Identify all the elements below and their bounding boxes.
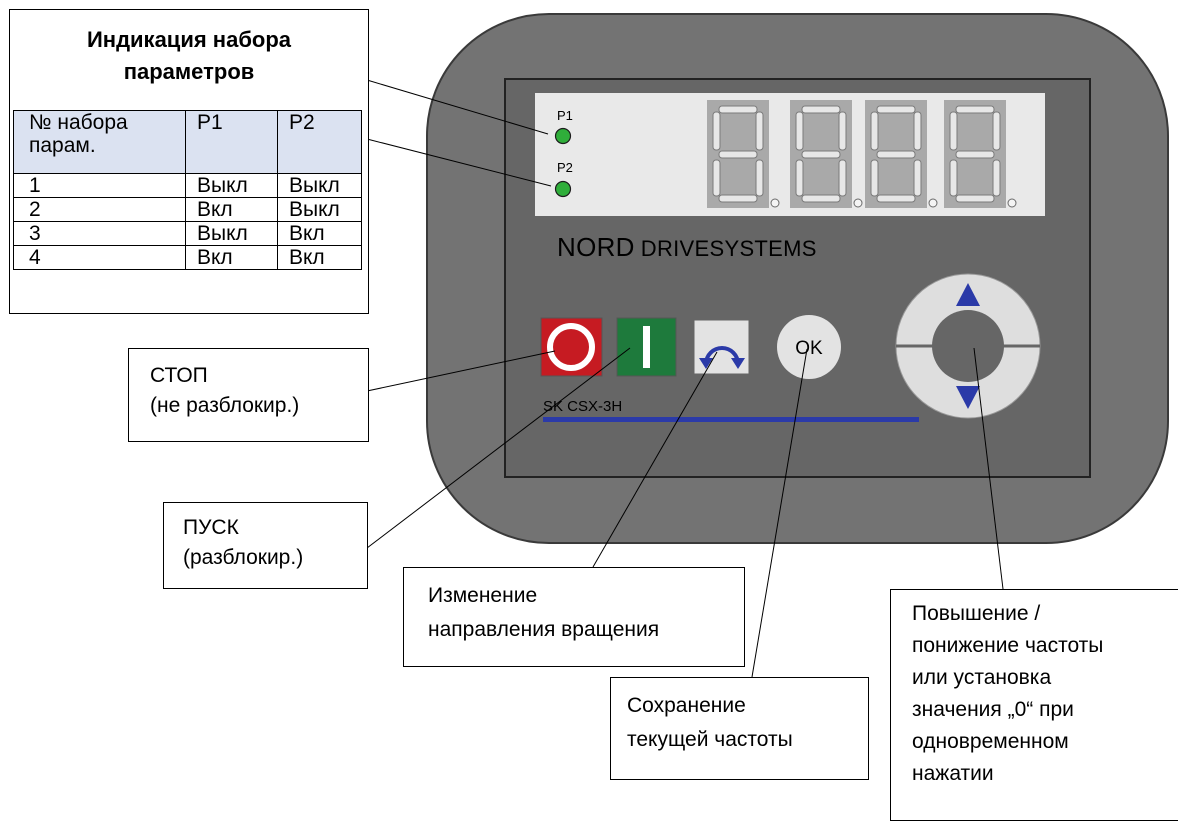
table-row: 2 Вкл Выкл: [13, 197, 362, 222]
leader-p2: [366, 138, 552, 187]
start-button[interactable]: [616, 317, 677, 377]
title-line-2: параметров: [123, 59, 255, 84]
cell-p2: Выкл: [277, 197, 362, 222]
model-label: SK CSX-3H: [543, 398, 622, 415]
led-p1: [554, 127, 572, 145]
table-row: 1 Выкл Выкл: [13, 173, 362, 198]
seven-segment-digit: [790, 100, 863, 208]
seven-segment-digit: [865, 100, 938, 208]
updown-callout-line-6: нажатии: [912, 762, 994, 785]
arrow-up-icon[interactable]: [956, 283, 980, 306]
direction-callout: Изменение направления вращения: [403, 567, 745, 667]
cell-p1: Вкл: [185, 197, 278, 222]
cell-set: 2: [13, 197, 186, 222]
cell-p1: Вкл: [185, 245, 278, 270]
header-set-number: № набора парам.: [13, 110, 186, 174]
stop-callout: СТОП (не разблокир.): [128, 348, 369, 442]
leader-updown: [973, 347, 1004, 590]
table-header-row: № набора парам. P1 P2: [13, 110, 362, 174]
table-row: 4 Вкл Вкл: [13, 245, 362, 270]
seven-segment-display: [707, 100, 1017, 208]
led-p1-label: P1: [557, 108, 573, 123]
updown-callout-line-4: значения „0“ при: [912, 698, 1074, 721]
stop-button[interactable]: [540, 317, 603, 377]
decimal-point: [928, 198, 938, 208]
parameter-set-table: № набора парам. P1 P2 1 Выкл Выкл 2 Вкл …: [13, 110, 362, 270]
direction-callout-line-2: направления вращения: [428, 618, 660, 641]
updown-callout-line-3: или установка: [912, 666, 1052, 689]
cell-p2: Выкл: [277, 173, 362, 198]
start-callout: ПУСК (разблокир.): [163, 502, 368, 589]
cell-p2: Вкл: [277, 221, 362, 246]
arrow-down-icon[interactable]: [956, 386, 980, 409]
decimal-point: [853, 198, 863, 208]
updown-callout-line-2: понижение частоты: [912, 634, 1104, 657]
seven-segment-digit: [707, 100, 780, 208]
ok-label: OK: [795, 338, 823, 359]
title-line-1: Индикация набора: [86, 27, 292, 52]
led-p2: [554, 180, 572, 198]
cell-p1: Выкл: [185, 221, 278, 246]
decimal-point: [770, 198, 780, 208]
ring-center: [932, 310, 1004, 382]
direction-button[interactable]: [693, 319, 750, 375]
parameter-set-table-box: Индикация набора параметров № набора пар…: [9, 9, 369, 314]
decimal-point: [1007, 198, 1017, 208]
ok-button[interactable]: OK: [777, 315, 841, 379]
model-underline: [543, 417, 919, 422]
save-callout: Сохранение текущей частоты: [610, 677, 869, 780]
cell-set: 4: [13, 245, 186, 270]
brand-sub: DRIVESYSTEMS: [641, 236, 817, 261]
leader-save: [751, 348, 808, 678]
updown-callout: Повышение / понижение частоты или устано…: [890, 589, 1178, 821]
stop-callout-line-2: (не разблокир.): [150, 394, 300, 417]
leader-p1: [366, 79, 549, 135]
updown-callout-line-1: Повышение /: [912, 602, 1041, 625]
leader-direction: [592, 351, 718, 568]
seven-segment-digit: [944, 100, 1017, 208]
cell-set: 3: [13, 221, 186, 246]
table-row: 3 Выкл Вкл: [13, 221, 362, 246]
save-callout-line-1: Сохранение: [627, 694, 746, 717]
led-p2-label: P2: [557, 160, 573, 175]
cell-p2: Вкл: [277, 245, 362, 270]
cell-set: 1: [13, 173, 186, 198]
direction-callout-line-1: Изменение: [428, 584, 538, 607]
stop-callout-line-1: СТОП: [150, 364, 208, 387]
save-callout-line-2: текущей частоты: [627, 728, 793, 751]
up-down-ring[interactable]: [895, 273, 1041, 419]
start-callout-line-1: ПУСК: [183, 516, 239, 539]
leader-start: [366, 347, 631, 549]
leader-lines: [366, 79, 1004, 678]
parameter-set-title: Индикация набора параметров: [10, 24, 368, 88]
brand-main: NORD: [557, 232, 635, 262]
start-callout-line-2: (разблокир.): [183, 546, 304, 569]
cell-p1: Выкл: [185, 173, 278, 198]
rotate-arrows-icon: [704, 346, 740, 365]
leader-stop: [366, 350, 556, 392]
updown-callout-line-5: одновременном: [912, 730, 1069, 753]
header-p2: P2: [277, 110, 362, 174]
header-p1: P1: [185, 110, 278, 174]
